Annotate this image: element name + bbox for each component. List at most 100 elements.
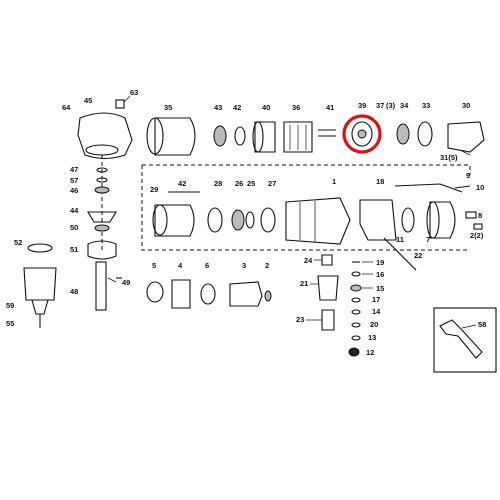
label-34: 34: [400, 101, 409, 110]
part-25-washer: [245, 211, 255, 229]
label-14: 14: [372, 307, 381, 316]
part-8-plug: [465, 211, 477, 219]
label-20: 20: [370, 320, 378, 329]
label-26: 26: [235, 179, 243, 188]
label-31: 31(5): [440, 153, 458, 162]
part-29-sleeve: [154, 204, 195, 237]
label-6: 6: [205, 261, 209, 270]
label-52: 52: [14, 238, 22, 247]
label-15: 15: [376, 284, 384, 293]
part-44-bevel-gear: [87, 211, 117, 223]
part-26-bearing: [231, 209, 245, 231]
label-46: 46: [70, 186, 78, 195]
assembly-line-top: [142, 164, 471, 175]
label-40: 40: [262, 103, 270, 112]
label-33: 33: [422, 101, 430, 110]
label-2-2: 2(2): [470, 231, 484, 240]
part-21-valve: [317, 275, 339, 301]
part-6-ring: [200, 283, 216, 305]
part-46-bearing: [94, 186, 110, 194]
part-7-end-cap: [429, 201, 456, 239]
label-42: 42: [233, 103, 241, 112]
label-10: 10: [476, 183, 484, 192]
part-12-nut: [348, 347, 360, 357]
label-27: 27: [268, 179, 276, 188]
label-43: 43: [214, 103, 222, 112]
label-57: 57: [70, 176, 78, 185]
label-21: 21: [300, 279, 308, 288]
leader-63: [123, 95, 131, 103]
part-18-valve-housing: [359, 199, 397, 241]
part-1-body: [285, 197, 351, 245]
inset-frame-58: [433, 307, 497, 373]
part-43-bearing: [213, 125, 227, 147]
part-3-bushing: [229, 281, 263, 307]
part-40-cylinder-face: [252, 121, 264, 153]
label-35: 35: [164, 103, 172, 112]
part-45-angle-head-housing: [77, 112, 133, 160]
label-51: 51: [70, 245, 78, 254]
label-45: 45: [84, 96, 92, 105]
part-33-ring: [417, 121, 433, 147]
label-3: (3): [386, 101, 396, 110]
leader-31: [459, 149, 471, 156]
part-40-cylinder: [254, 121, 276, 153]
part-58-air-fitting: [439, 319, 483, 359]
part-63-screw: [115, 99, 125, 109]
part-57-ring: [96, 177, 108, 183]
label-24: 24: [304, 256, 313, 265]
part-15-valve-seat: [350, 284, 362, 292]
part-22-pin: [383, 237, 417, 271]
part-59-chuck-jaws: [31, 299, 49, 315]
part-52-chuck-ring: [27, 243, 53, 253]
label-44: 44: [70, 206, 79, 215]
label-7: 7: [426, 235, 430, 244]
label-36: 36: [292, 103, 300, 112]
label-37: 37: [376, 101, 384, 110]
label-41: 41: [326, 103, 334, 112]
part-9-trigger-lever: [394, 183, 463, 193]
label-17: 17: [372, 295, 380, 304]
label-63: 63: [130, 88, 138, 97]
label-18: 18: [376, 177, 384, 186]
label-4: 4: [178, 261, 183, 270]
part-39-end-plate-hub: [357, 129, 367, 139]
part-50-bearing: [94, 224, 110, 232]
label-28: 28: [214, 179, 222, 188]
label-42-middle: 42: [178, 179, 186, 188]
part-14-ring: [351, 309, 361, 315]
label-55: 55: [6, 319, 14, 328]
leader-58: [461, 324, 477, 329]
label-3: 3: [242, 261, 246, 270]
part-51-spindle-housing: [87, 240, 117, 260]
highlight-ring-part-39: [342, 114, 382, 154]
label-11: 11: [396, 235, 404, 244]
label-22: 22: [414, 251, 422, 260]
label-12: 12: [366, 348, 374, 357]
label-23: 23: [296, 315, 304, 324]
label-48: 48: [70, 287, 78, 296]
part-5-o-ring: [146, 281, 164, 303]
label-8: 8: [478, 211, 482, 220]
label-39: 39: [358, 101, 366, 110]
assembly-line-middle: [141, 165, 470, 251]
part-36-rotor: [283, 121, 313, 153]
label-49: 49: [122, 278, 130, 287]
label-58: 58: [478, 320, 486, 329]
part-20-ring: [351, 322, 361, 328]
part-30-handle-end: [447, 121, 485, 153]
part-24-spring: [321, 254, 333, 266]
part-23-stem: [321, 309, 335, 331]
label-1: 1: [332, 177, 336, 186]
part-47-washer: [96, 167, 108, 173]
label-16: 16: [376, 270, 384, 279]
part-48-spindle: [95, 261, 107, 311]
label-47: 47: [70, 165, 78, 174]
part-4-gear: [171, 279, 191, 309]
part-42-ring: [234, 126, 246, 146]
label-64: 64: [62, 103, 71, 112]
part-29-sleeve-face: [152, 204, 168, 236]
label-13: 13: [368, 333, 376, 342]
part-35-sleeve-face: [146, 117, 164, 155]
